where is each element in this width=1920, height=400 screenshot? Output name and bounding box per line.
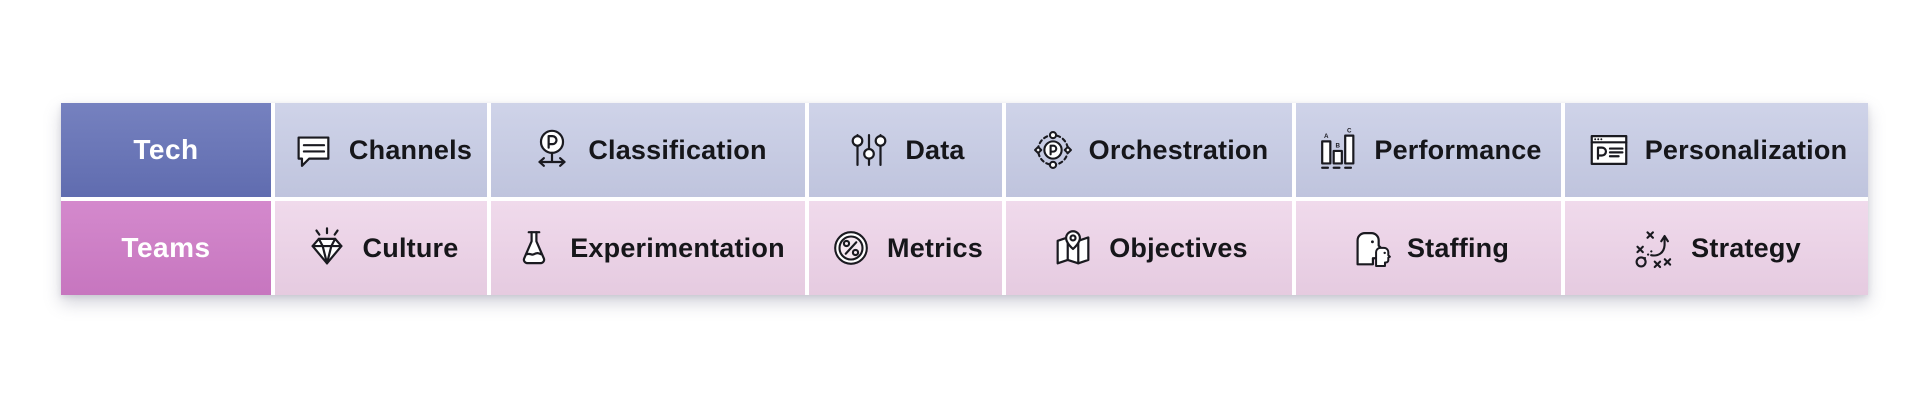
data-icon	[851, 134, 887, 166]
row-header-tech: Tech	[61, 103, 271, 197]
cell-classification: Classification	[491, 103, 805, 197]
cell-label: Personalization	[1644, 134, 1848, 165]
performance-icon: A B C	[1321, 128, 1355, 169]
strategy-icon	[1635, 231, 1672, 269]
cell-objectives: Objectives	[1006, 201, 1292, 295]
personalization-icon	[1590, 135, 1628, 165]
svg-text:C: C	[1347, 128, 1352, 135]
row-header-label: Teams	[121, 232, 211, 263]
cell-label: Data	[905, 134, 965, 165]
cell-channels: Channels	[275, 103, 487, 197]
cell-staffing: Staffing	[1296, 201, 1561, 295]
cell-personalization: Personalization	[1565, 103, 1868, 197]
classification-icon	[538, 129, 566, 167]
row-header-teams: Teams	[61, 201, 271, 295]
cell-metrics: Metrics	[809, 201, 1002, 295]
culture-icon	[311, 227, 343, 265]
cell-label: Metrics	[887, 232, 983, 263]
svg-text:A: A	[1324, 133, 1329, 140]
orchestration-icon	[1033, 131, 1072, 169]
cell-label: Orchestration	[1088, 134, 1269, 165]
cell-label: Culture	[362, 232, 459, 263]
cell-label: Strategy	[1691, 232, 1801, 263]
svg-text:B: B	[1336, 143, 1341, 150]
capability-table: Tech Channels Classification Data	[61, 103, 1868, 295]
cell-label: Staffing	[1406, 232, 1510, 263]
cell-data: Data	[809, 103, 1002, 197]
channels-icon	[297, 136, 330, 167]
cell-label: Classification	[588, 134, 767, 165]
objectives-icon	[1056, 230, 1090, 265]
cell-label: Objectives	[1109, 232, 1248, 263]
experimentation-icon	[523, 231, 546, 265]
metrics-icon	[834, 231, 868, 265]
cell-experimentation: Experimentation	[491, 201, 805, 295]
staffing-icon	[1356, 232, 1391, 267]
cell-strategy: Strategy	[1565, 201, 1868, 295]
row-header-label: Tech	[133, 134, 199, 165]
cell-performance: A B C Performance	[1296, 103, 1561, 197]
cell-label: Channels	[348, 134, 473, 165]
cell-label: Performance	[1374, 134, 1542, 165]
cell-label: Experimentation	[570, 232, 785, 263]
cell-orchestration: Orchestration	[1006, 103, 1292, 197]
cell-culture: Culture	[275, 201, 487, 295]
